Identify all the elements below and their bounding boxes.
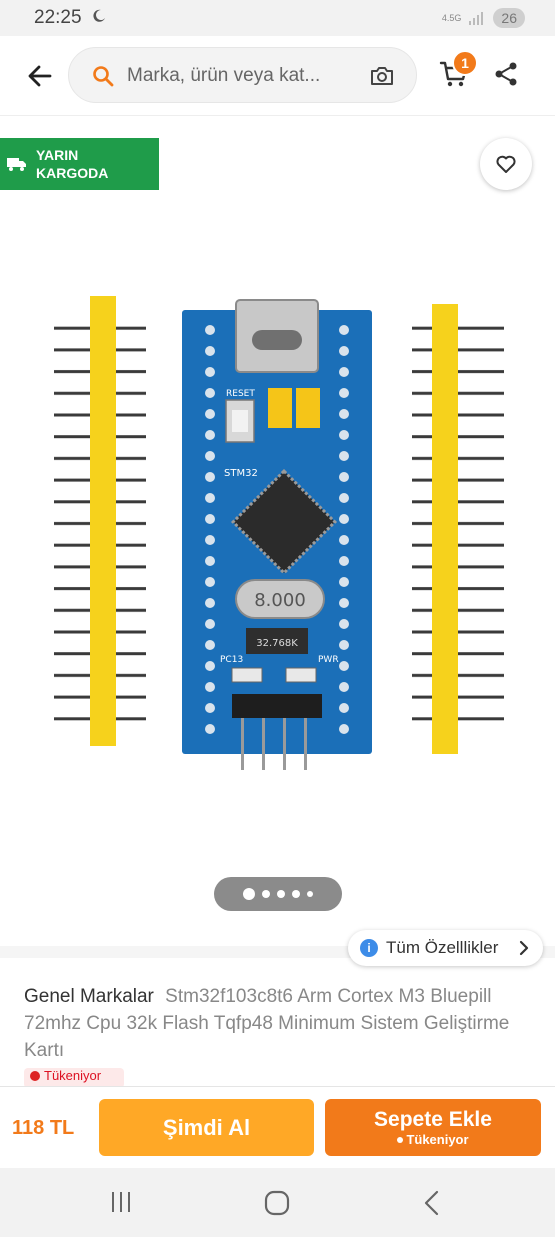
product-title: Genel Markalar Stm32f103c8t6 Arm Cortex … bbox=[24, 983, 529, 1064]
product-price: 118 TL bbox=[12, 1117, 75, 1139]
crystal-label: 8.000 bbox=[254, 590, 306, 611]
stock-badge: Tükeniyor bbox=[24, 1068, 124, 1088]
favorite-button[interactable] bbox=[480, 138, 532, 190]
all-specs-button[interactable]: i Tüm Özelllikler bbox=[348, 930, 543, 966]
sublabel-dot-icon bbox=[397, 1136, 404, 1143]
pager-dot-active[interactable] bbox=[243, 888, 255, 900]
status-indicators: 4.5G 26 bbox=[442, 8, 525, 28]
home-icon[interactable] bbox=[264, 1190, 290, 1216]
back-arrow-icon[interactable] bbox=[24, 60, 56, 92]
stock-badge-label: Tükeniyor bbox=[44, 1068, 102, 1083]
add-to-cart-label: Sepete Ekle bbox=[374, 1107, 492, 1131]
heart-icon bbox=[496, 155, 516, 173]
network-label: 4.5G bbox=[441, 12, 462, 23]
product-brand[interactable]: Genel Markalar bbox=[24, 986, 154, 1007]
pc13-label: PC13 bbox=[220, 655, 243, 665]
info-icon: i bbox=[360, 939, 378, 957]
stock-dot-icon bbox=[30, 1071, 40, 1081]
moon-icon bbox=[93, 9, 105, 22]
status-bar: 22:25 4.5G 26 bbox=[0, 0, 555, 36]
product-image[interactable]: 8.000 32.768K PWR PC13 RESET STM32 bbox=[40, 296, 520, 796]
add-to-cart-sublabel-text: Tükeniyor bbox=[406, 1131, 469, 1147]
header: 1 bbox=[0, 36, 555, 116]
add-to-cart-button[interactable]: Sepete Ekle Tükeniyor bbox=[325, 1099, 541, 1156]
board: 8.000 32.768K PWR PC13 RESET STM32 bbox=[182, 299, 372, 770]
cargo-badge-line1: YARIN bbox=[36, 147, 79, 163]
truck-icon bbox=[7, 158, 26, 171]
camera-icon[interactable] bbox=[368, 62, 396, 90]
pager-dot[interactable] bbox=[307, 891, 313, 897]
all-specs-label: Tüm Özelllikler bbox=[386, 938, 499, 957]
image-pager[interactable] bbox=[214, 877, 342, 911]
pwr-label: PWR bbox=[318, 655, 339, 665]
chevron-right-icon bbox=[519, 940, 529, 956]
search-box[interactable] bbox=[68, 47, 417, 103]
signal-icon bbox=[469, 12, 484, 25]
search-icon bbox=[93, 66, 114, 87]
cargo-badge: YARIN KARGODA bbox=[0, 138, 159, 190]
system-nav-bar bbox=[0, 1168, 555, 1237]
cargo-badge-line2: KARGODA bbox=[36, 165, 109, 181]
search-input[interactable] bbox=[127, 62, 359, 90]
crystal2-label: 32.768K bbox=[256, 638, 298, 649]
nav-back-icon[interactable] bbox=[422, 1190, 442, 1216]
pager-dot[interactable] bbox=[277, 890, 285, 898]
reset-label: RESET bbox=[226, 389, 255, 399]
cart-button[interactable]: 1 bbox=[438, 50, 478, 94]
add-to-cart-sublabel: Tükeniyor bbox=[397, 1131, 469, 1148]
status-time: 22:25 bbox=[34, 7, 82, 28]
cart-count-badge: 1 bbox=[452, 50, 478, 76]
left-pin-header bbox=[54, 296, 146, 746]
pager-dot[interactable] bbox=[262, 890, 270, 898]
pager-dot[interactable] bbox=[292, 890, 300, 898]
battery-indicator: 26 bbox=[493, 8, 525, 28]
buy-now-button[interactable]: Şimdi Al bbox=[99, 1099, 314, 1156]
right-pin-header bbox=[412, 304, 504, 754]
action-bar: 118 TL Şimdi Al Sepete Ekle Tükeniyor bbox=[0, 1086, 555, 1168]
chip-marking: STM32 bbox=[224, 468, 258, 479]
share-icon[interactable] bbox=[492, 60, 520, 88]
product-name: Stm32f103c8t6 Arm Cortex M3 Bluepill 72m… bbox=[24, 986, 510, 1061]
product-gallery[interactable]: YARIN KARGODA bbox=[0, 116, 555, 946]
recents-icon[interactable] bbox=[108, 1190, 134, 1214]
